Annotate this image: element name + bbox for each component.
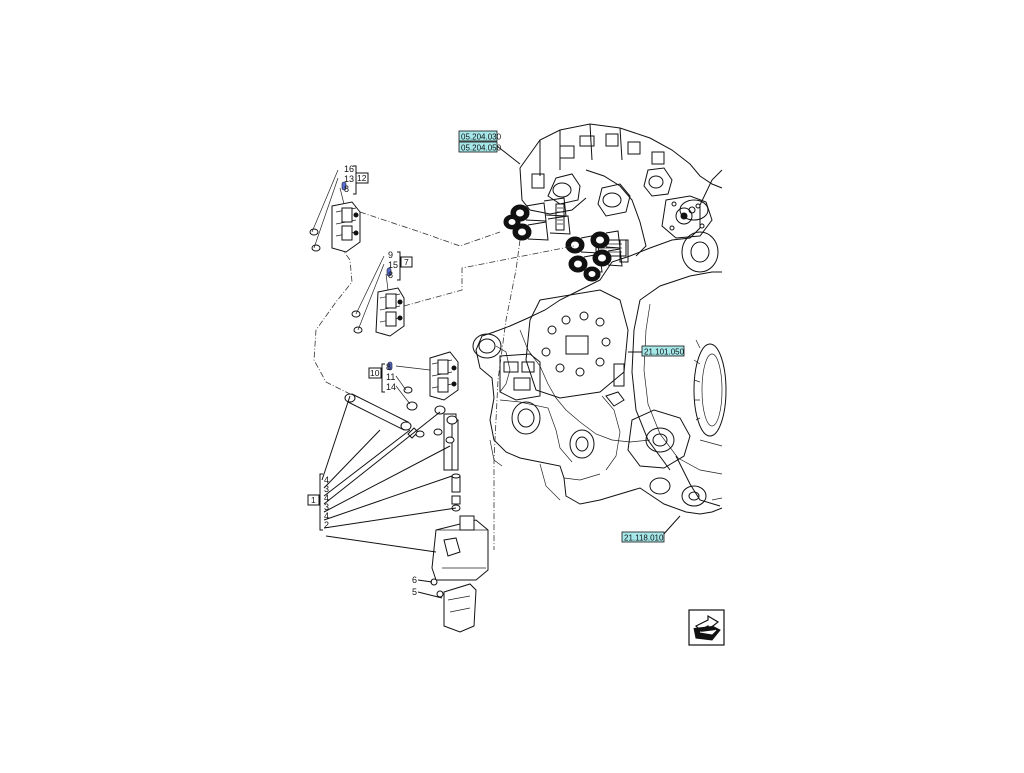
leader-lines	[321, 145, 681, 599]
transmission-housing	[472, 169, 727, 515]
reference-link-21-101-050[interactable]: 21.101.050	[641, 345, 685, 357]
callout-4: 4	[324, 493, 329, 503]
callout-15: 15	[388, 260, 398, 270]
callout-8: 8	[388, 270, 393, 280]
reference-link-21-118-010[interactable]: 21.118.010	[621, 531, 665, 543]
solenoid-block	[431, 515, 489, 581]
svg-text:05.204.030: 05.204.030	[461, 133, 502, 142]
callout-8: 8	[344, 184, 349, 194]
connector-assembly-12	[309, 169, 361, 253]
callout-group-12: 16 13 8 12	[344, 164, 369, 195]
callout-group-7: 9 15 8 7	[388, 250, 413, 281]
callout-box-10: 10	[370, 368, 380, 378]
callout-2: 2	[324, 520, 329, 530]
callout-3: 3	[324, 502, 329, 512]
callout-box-12: 12	[357, 173, 367, 183]
callout-4: 4	[324, 475, 329, 485]
protective-cover	[430, 578, 477, 633]
svg-text:21.118.010: 21.118.010	[624, 534, 664, 543]
highlighted-seal-10	[387, 361, 393, 371]
callout-16: 16	[344, 164, 354, 174]
callout-8: 8	[386, 362, 391, 372]
connector-assembly-10	[387, 351, 459, 411]
reference-link-05-204-050[interactable]: 05.204.050	[458, 141, 502, 153]
callout-group-1: 4 3 4 3 4 2 1	[307, 473, 329, 531]
callout-4: 4	[324, 511, 329, 521]
callout-box-1: 1	[311, 495, 316, 505]
callout-group-10: 8 11 14 10	[368, 362, 396, 393]
callout-3: 3	[324, 484, 329, 494]
callout-loose: 6 5	[412, 575, 417, 597]
control-valve-stack	[519, 123, 723, 263]
highlighted-seal-7	[386, 267, 392, 277]
reference-link-05-204-030[interactable]: 05.204.030	[458, 130, 502, 142]
connector-assembly-7	[351, 255, 405, 337]
callout-5: 5	[412, 587, 417, 597]
callout-box-7: 7	[404, 257, 409, 267]
couplers-upper	[503, 197, 571, 241]
svg-text:21.101.050: 21.101.050	[644, 348, 685, 357]
next-page-arrow-icon[interactable]	[688, 609, 725, 646]
highlighted-seal-12	[341, 181, 347, 191]
connection-lines	[313, 211, 575, 550]
svg-text:05.204.050: 05.204.050	[461, 144, 502, 153]
callout-14: 14	[386, 382, 396, 392]
couplers-lower	[565, 230, 623, 282]
callout-9: 9	[388, 250, 393, 260]
callout-11: 11	[386, 372, 395, 382]
callout-6: 6	[412, 575, 417, 585]
callout-13: 13	[344, 174, 354, 184]
